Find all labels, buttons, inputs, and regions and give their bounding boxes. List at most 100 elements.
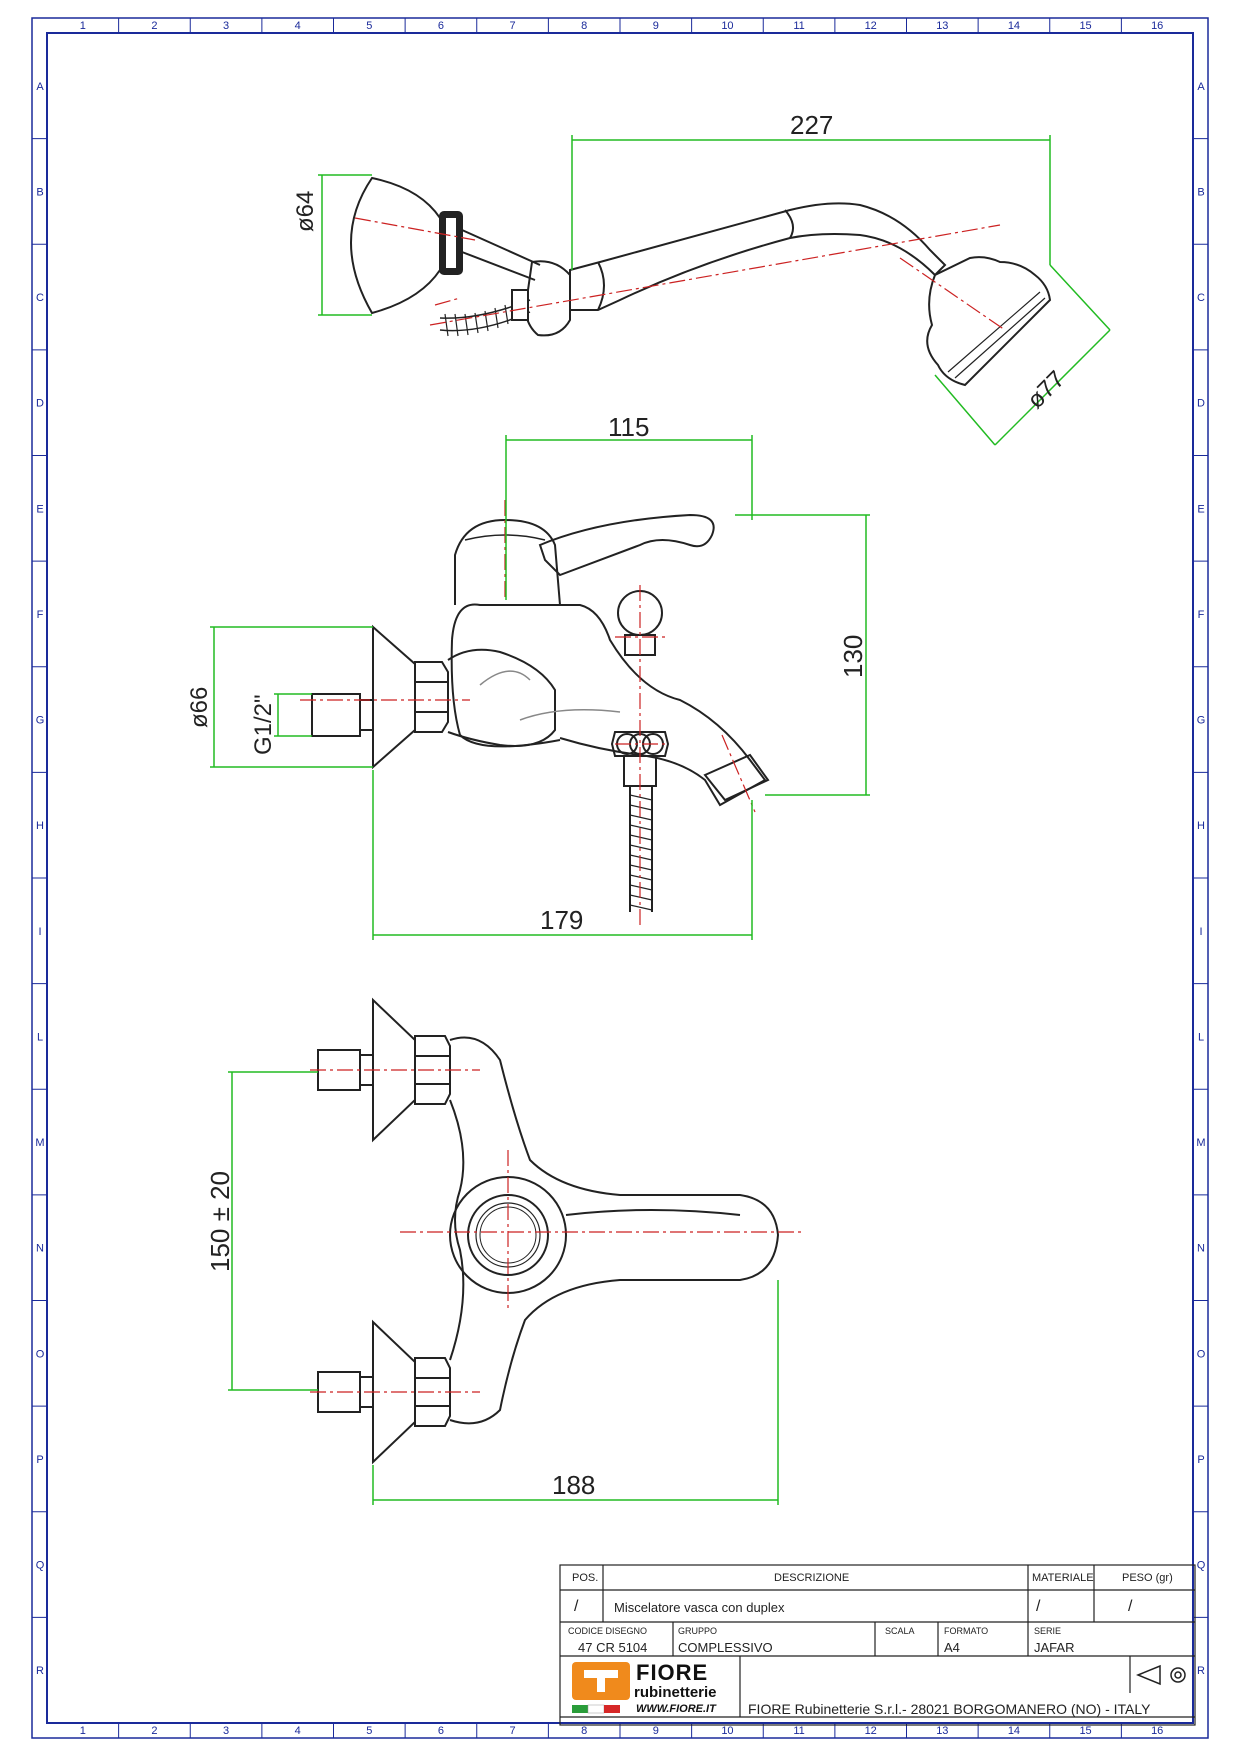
- side-view: [311, 513, 770, 912]
- column-label: 9: [653, 1725, 659, 1737]
- tb-group-value: COMPLESSIVO: [678, 1640, 773, 1655]
- shower-dimensions: [318, 135, 1111, 446]
- row-label: R: [36, 1665, 44, 1677]
- column-label: 2: [151, 1725, 157, 1737]
- tb-weight-header: PESO (gr): [1122, 1572, 1173, 1584]
- row-label: O: [1197, 1348, 1206, 1360]
- row-label: B: [36, 186, 43, 198]
- row-label: G: [1197, 715, 1206, 727]
- projection-symbol: [1136, 1664, 1186, 1686]
- shower-centerlines: [354, 217, 1006, 331]
- column-label: 6: [438, 20, 444, 32]
- column-label: 12: [865, 20, 877, 32]
- tb-group-header: GRUPPO: [678, 1626, 718, 1636]
- dim-shower-width: 227: [790, 110, 834, 140]
- row-label: L: [1198, 1031, 1204, 1043]
- front-dimensions: [228, 1071, 779, 1505]
- row-label: H: [1197, 820, 1205, 832]
- column-label: 15: [1079, 1725, 1091, 1737]
- tb-material-header: MATERIALE: [1032, 1572, 1094, 1584]
- row-label: Q: [1197, 1560, 1206, 1572]
- row-label: G: [36, 715, 45, 727]
- logo-mid: rubinetterie: [634, 1684, 717, 1701]
- column-label: 7: [510, 1725, 516, 1737]
- fiore-logo: [572, 1662, 630, 1714]
- row-label: M: [35, 1137, 44, 1149]
- column-label: 8: [581, 1725, 587, 1737]
- dim-shower-support-dia: ø64: [292, 190, 319, 232]
- column-label: 14: [1008, 20, 1020, 32]
- title-block: [559, 1564, 1196, 1726]
- row-labels-right: A B C D E F G H I L M N O P Q R: [1193, 81, 1208, 1677]
- row-label: C: [36, 292, 44, 304]
- row-label: E: [1197, 503, 1204, 515]
- column-label: 9: [653, 20, 659, 32]
- tb-code-header: CODICE DISEGNO: [568, 1626, 648, 1636]
- column-label: 4: [295, 1725, 301, 1737]
- row-label: P: [1197, 1454, 1204, 1466]
- column-label: 10: [721, 1725, 733, 1737]
- tb-material-value: /: [1036, 1598, 1041, 1615]
- tb-desc-header: DESCRIZIONE: [774, 1572, 850, 1584]
- tb-format-header: FORMATO: [944, 1626, 989, 1636]
- front-view: [317, 997, 780, 1465]
- tb-pos-value: /: [574, 1598, 579, 1615]
- column-label: 13: [936, 1725, 948, 1737]
- column-label: 14: [1008, 1725, 1020, 1737]
- column-label: 8: [581, 20, 587, 32]
- dim-front-width: 188: [552, 1470, 596, 1500]
- row-label: P: [36, 1454, 43, 1466]
- row-label: H: [36, 820, 44, 832]
- row-label: N: [36, 1243, 44, 1255]
- dim-centers: 150 ± 20: [205, 1170, 235, 1272]
- dim-inlet-thread: G1/2": [250, 694, 277, 755]
- front-centerlines: [310, 1069, 805, 1393]
- tb-company: FIORE Rubinetterie S.r.l.- 28021 BORGOMA…: [748, 1701, 1151, 1717]
- row-label: M: [1196, 1137, 1205, 1149]
- row-label: A: [1197, 81, 1205, 93]
- drawing-frame: [31, 17, 1209, 1739]
- tb-format-value: A4: [944, 1640, 960, 1655]
- row-label: B: [1197, 186, 1204, 198]
- dim-flange-dia: ø66: [186, 686, 213, 728]
- row-label: F: [37, 609, 44, 621]
- logo-url: WWW.FIORE.IT: [636, 1703, 716, 1715]
- column-label: 10: [721, 20, 733, 32]
- dim-body-depth: 115: [608, 412, 650, 442]
- logo-top: FIORE: [636, 1660, 709, 1685]
- row-label: A: [36, 81, 44, 93]
- column-label: 13: [936, 20, 948, 32]
- dim-side-total-depth: 179: [540, 905, 584, 935]
- tb-code-value: 47 CR 5104: [578, 1640, 648, 1655]
- row-label: D: [1197, 398, 1205, 410]
- tb-series-value: JAFAR: [1034, 1640, 1075, 1655]
- tb-weight-value: /: [1128, 1598, 1133, 1615]
- column-label: 4: [295, 20, 301, 32]
- tb-scale-header: SCALA: [885, 1626, 915, 1636]
- row-label: C: [1197, 292, 1205, 304]
- column-label: 15: [1079, 20, 1091, 32]
- side-dimensions: [210, 435, 870, 940]
- row-label: I: [1199, 926, 1202, 938]
- tb-desc-value: Miscelatore vasca con duplex: [614, 1600, 785, 1615]
- column-label: 12: [865, 1725, 877, 1737]
- column-label: 1: [80, 20, 86, 32]
- dim-spout-height: 130: [838, 634, 868, 678]
- column-label: 1: [80, 1725, 86, 1737]
- row-label: R: [1197, 1665, 1205, 1677]
- row-label: N: [1197, 1243, 1205, 1255]
- column-label: 7: [510, 20, 516, 32]
- row-label: O: [36, 1348, 45, 1360]
- row-label: F: [1198, 609, 1205, 621]
- column-label: 3: [223, 1725, 229, 1737]
- tb-pos-header: POS.: [572, 1572, 599, 1584]
- column-label: 5: [366, 1725, 372, 1737]
- column-label: 2: [151, 20, 157, 32]
- row-label: D: [36, 398, 44, 410]
- column-label: 6: [438, 1725, 444, 1737]
- row-label: Q: [36, 1560, 45, 1572]
- shower-set-view: [350, 176, 1052, 387]
- row-label: E: [36, 503, 43, 515]
